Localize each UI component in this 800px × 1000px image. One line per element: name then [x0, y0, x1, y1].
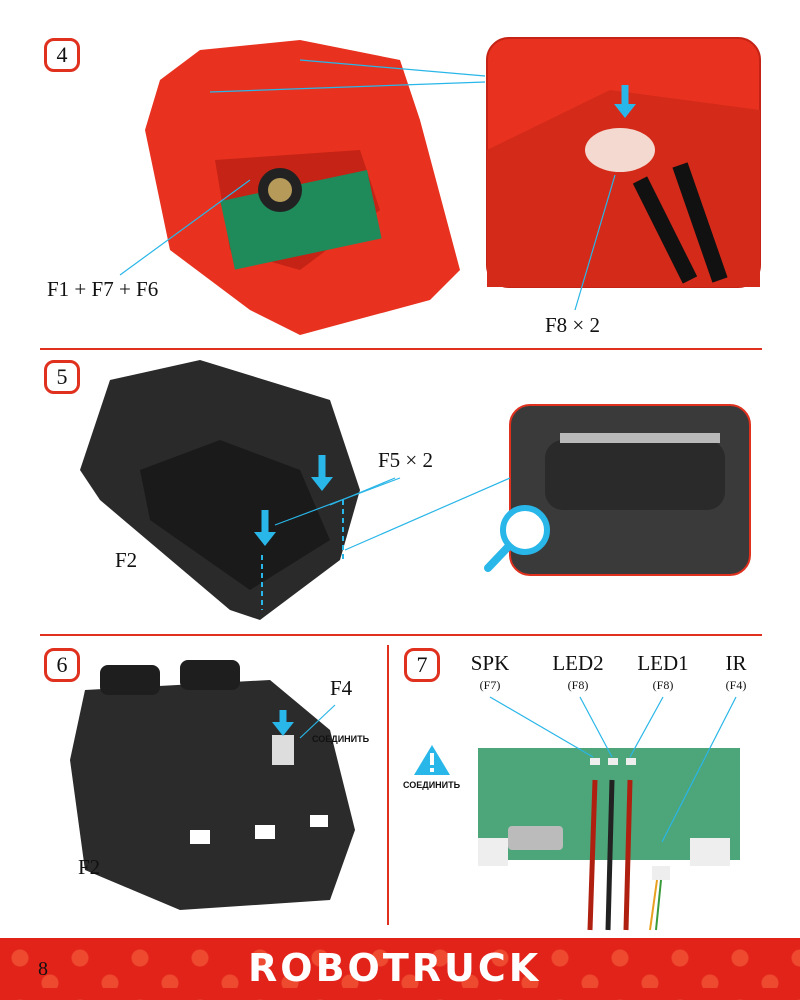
warning-icon	[414, 745, 450, 775]
inset-clip-closeup	[509, 404, 751, 576]
divider	[40, 634, 762, 636]
part-label: F2	[78, 855, 101, 879]
brand-logo: ROBOTRUCK	[248, 946, 542, 990]
port-label-ir: IR	[725, 651, 747, 675]
step-number-6: 6	[44, 648, 80, 682]
magnifier-icon	[484, 505, 550, 572]
port-part-ir: (F4)	[725, 678, 747, 692]
port-part-spk: (F7)	[479, 678, 501, 692]
step-number-4: 4	[44, 38, 80, 72]
leader-lines-step4	[119, 59, 616, 311]
step-number-5: 5	[44, 360, 80, 394]
red-housing-illustration	[145, 40, 460, 335]
pcb-illustration	[478, 748, 740, 931]
leader-lines-step7	[489, 696, 737, 843]
port-label-led1: LED1	[637, 651, 689, 675]
connect-note: СОЕДИНИТЬ	[312, 734, 370, 744]
port-label-spk: SPK	[470, 651, 510, 675]
leader-lines-step5	[274, 477, 511, 551]
base-box-illustration	[70, 660, 355, 910]
page-number: 8	[38, 958, 48, 980]
port-label-led2: LED2	[552, 651, 604, 675]
inset-parts-label: F8 × 2	[545, 313, 601, 337]
port-part-led2: (F8)	[567, 678, 589, 692]
footer: 8 ROBOTRUCK	[0, 938, 800, 1000]
port-part-led1: (F8)	[652, 678, 674, 692]
parts-label: F1 + F7 + F6	[47, 277, 159, 301]
part-label: F2	[115, 548, 138, 572]
inset-led-closeup	[486, 37, 761, 288]
divider	[40, 348, 762, 350]
step-number-7: 7	[404, 648, 440, 682]
connect-note: СОЕДИНИТЬ	[403, 780, 461, 790]
connector-label: F4	[330, 676, 353, 700]
battery-box-illustration	[80, 360, 360, 620]
fastener-label: F5 × 2	[378, 448, 434, 472]
divider-vertical	[387, 645, 389, 925]
